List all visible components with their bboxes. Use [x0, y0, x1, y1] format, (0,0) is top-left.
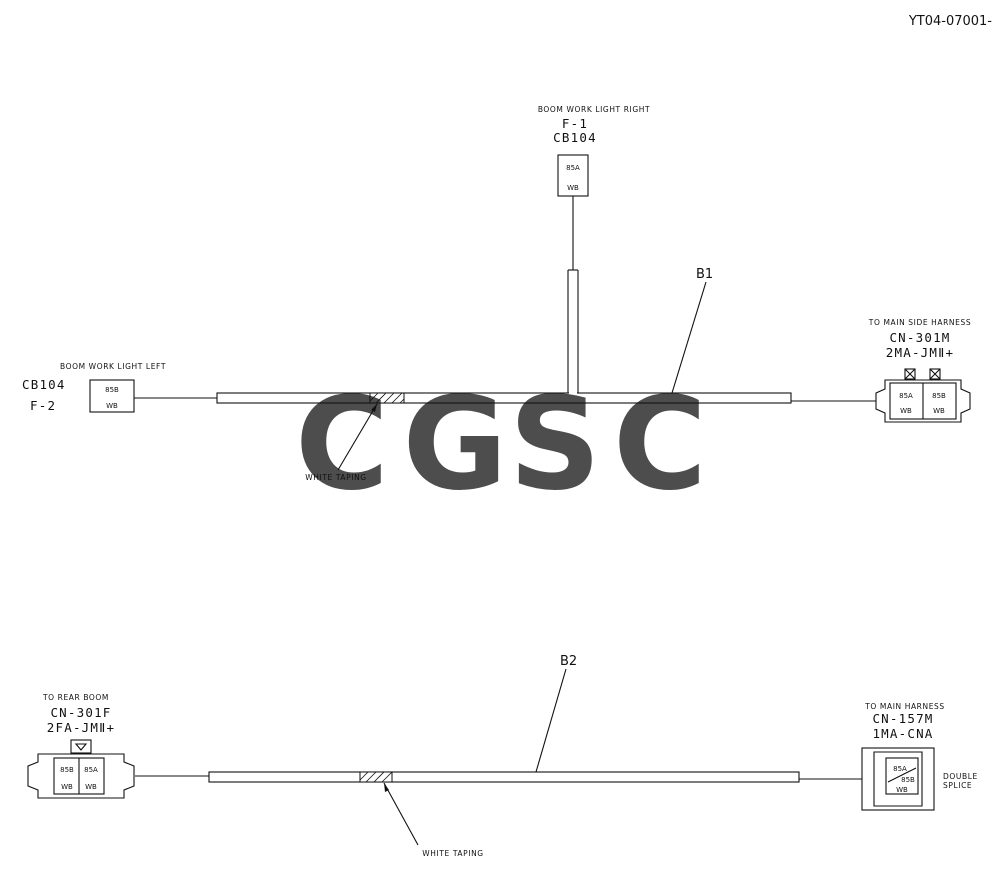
boom-work-light-right-title: BOOM WORK LIGHT RIGHT	[538, 105, 650, 114]
main-harness-pin-top: 85A	[893, 765, 907, 773]
main-side-wire-1: WB	[900, 407, 912, 415]
boom-work-light-right-connector: CB104	[553, 130, 597, 145]
b1-white-taping-label: WHITE TAPING	[305, 473, 366, 482]
rear-boom-wire-2: WB	[85, 783, 97, 791]
main-harness-pin-cell	[885, 757, 919, 795]
main-side-pin-2: 85B	[932, 392, 946, 400]
watermark-letter-g: G	[402, 370, 507, 519]
b1-leader-line	[671, 281, 707, 394]
boom-work-light-right-connector-box	[557, 154, 589, 197]
boom-work-light-left: BOOM WORK LIGHT LEFT CB104 F-2 85B WB	[22, 362, 166, 413]
rear-boom-part: 2FA-JMⅡ+	[47, 720, 115, 735]
b2-white-taping-callout: WHITE TAPING	[383, 782, 483, 858]
rear-boom-connector-id: CN-301F	[50, 705, 111, 720]
main-harness-splice-line	[887, 767, 917, 783]
watermark-letter-c1: C	[295, 370, 389, 519]
rear-boom-title: TO REAR BOOM	[42, 693, 109, 702]
boom-work-light-left-wire: WB	[106, 402, 118, 410]
main-side-harness-part: 2MA-JMⅡ+	[886, 345, 954, 360]
document-id: YT04-07001-	[908, 14, 992, 29]
watermark-letter-s: S	[509, 370, 601, 519]
b2-leader-line	[535, 668, 567, 773]
main-side-harness-connector: TO MAIN SIDE HARNESS CN-301M 2MA-JMⅡ+ 85…	[868, 318, 971, 423]
harness-b1: B1 BOOM WORK LIGHT RIGHT F-1 CB104 85A W…	[22, 105, 971, 482]
rear-boom-latch-icon	[70, 739, 92, 754]
b1-label: B1	[696, 267, 713, 282]
double-splice-label-1: DOUBLE	[943, 772, 978, 781]
boom-work-light-right-fuse: F-1	[562, 116, 588, 131]
double-splice-label-2: SPLICE	[943, 781, 972, 790]
main-harness-wire: WB	[896, 786, 908, 794]
b2-main-tube	[208, 771, 800, 783]
boom-work-light-right-wire: WB	[567, 184, 579, 192]
cgsc-watermark: C G S C	[295, 370, 707, 519]
main-side-wire-2: WB	[933, 407, 945, 415]
main-harness-part: 1MA-CNA	[872, 726, 933, 741]
boom-work-light-left-connector-box	[89, 379, 135, 413]
main-harness-connector-id: CN-157M	[872, 711, 933, 726]
main-harness-connector: TO MAIN HARNESS CN-157M 1MA-CNA 85A 85B …	[861, 702, 978, 811]
b1-white-taping-zone	[369, 392, 405, 404]
main-side-harness-title: TO MAIN SIDE HARNESS	[868, 318, 971, 327]
rear-boom-pin-2: 85A	[84, 766, 98, 774]
main-side-latch-icons	[904, 368, 941, 380]
main-side-pin-1: 85A	[899, 392, 913, 400]
boom-work-light-left-fuse: F-2	[30, 398, 56, 413]
boom-work-light-left-pin: 85B	[105, 386, 119, 394]
boom-work-light-right-pin: 85A	[566, 164, 580, 172]
rear-boom-pin-1: 85B	[60, 766, 74, 774]
boom-work-light-left-title: BOOM WORK LIGHT LEFT	[60, 362, 166, 371]
b2-white-taping-zone	[359, 771, 393, 783]
b2-white-taping-label: WHITE TAPING	[422, 849, 483, 858]
boom-work-light-left-connector: CB104	[22, 377, 66, 392]
b1-white-taping-callout: WHITE TAPING	[305, 403, 378, 482]
b2-label: B2	[560, 654, 577, 669]
main-side-harness-connector-id: CN-301M	[889, 330, 950, 345]
harness-b2: B2 TO REAR BOOM CN-301F 2FA-JMⅡ+ 85B 85A…	[27, 654, 978, 858]
watermark-letter-c2: C	[613, 370, 707, 519]
main-harness-pin-bottom: 85B	[901, 776, 915, 784]
rear-boom-connector: TO REAR BOOM CN-301F 2FA-JMⅡ+ 85B 85A WB…	[27, 693, 135, 799]
boom-work-light-right: BOOM WORK LIGHT RIGHT F-1 CB104 85A WB	[538, 105, 650, 197]
b1-branch-tube	[567, 269, 579, 395]
rear-boom-wire-1: WB	[61, 783, 73, 791]
main-harness-title: TO MAIN HARNESS	[864, 702, 945, 711]
